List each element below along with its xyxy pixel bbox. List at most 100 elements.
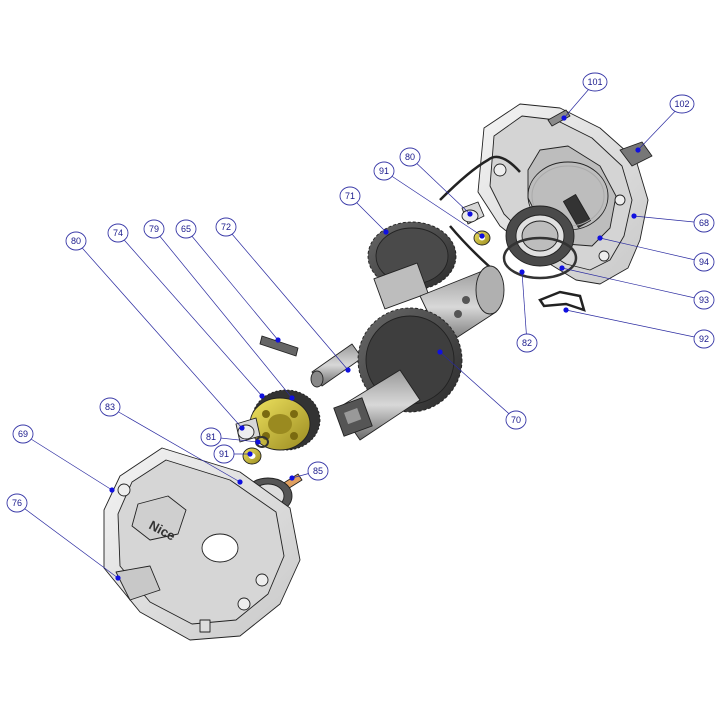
callout-80b: 80 xyxy=(65,231,245,431)
callout-number: 101 xyxy=(587,77,602,87)
leader-tip-dot xyxy=(635,147,641,153)
washer-91-lower xyxy=(242,447,262,465)
leader-line xyxy=(599,237,705,263)
callout-number: 91 xyxy=(379,166,389,176)
spring-clip-92 xyxy=(538,290,586,312)
callout-number: 83 xyxy=(105,402,115,412)
callout-number: 91 xyxy=(219,449,229,459)
callout-number: 69 xyxy=(18,429,28,439)
leader-line xyxy=(22,433,113,491)
callout-bubble xyxy=(693,290,715,310)
callout-bubble xyxy=(505,410,527,430)
leader-tip-dot xyxy=(237,479,243,485)
callout-number: 80 xyxy=(405,152,415,162)
leader-line xyxy=(109,406,241,483)
leader-line xyxy=(521,271,528,344)
leader-line xyxy=(409,156,471,215)
left-housing: Nice xyxy=(103,447,301,641)
callout-bubble xyxy=(200,427,222,447)
leader-line xyxy=(16,502,119,579)
callout-number: 102 xyxy=(674,99,689,109)
callout-91b: 91 xyxy=(213,444,253,464)
callout-bubble xyxy=(669,94,695,114)
callout-bubble xyxy=(107,223,129,243)
bearing-seal-93 xyxy=(505,205,575,267)
callout-bubble xyxy=(307,461,329,481)
callout-bubble xyxy=(215,217,237,237)
leader-line xyxy=(565,309,705,340)
callout-bubble xyxy=(373,161,395,181)
callout-number: 74 xyxy=(113,228,123,238)
leader-line xyxy=(185,228,279,341)
callout-number: 94 xyxy=(699,257,709,267)
callout-number: 82 xyxy=(522,338,532,348)
leader-tip-dot xyxy=(115,575,121,581)
callout-bubble xyxy=(175,219,197,239)
key-65 xyxy=(259,335,299,357)
callout-bubble xyxy=(65,231,87,251)
leader-tip-dot xyxy=(467,211,473,217)
callout-bubble xyxy=(339,186,361,206)
leader-tip-dot xyxy=(289,395,295,401)
callout-80a: 80 xyxy=(399,147,473,217)
callout-number: 65 xyxy=(181,224,191,234)
callout-81: 81 xyxy=(200,427,261,447)
leader-tip-dot xyxy=(563,307,569,313)
leader-tip-dot xyxy=(275,337,281,343)
leader-line xyxy=(383,170,483,237)
callout-93: 93 xyxy=(559,265,715,310)
leader-tip-dot xyxy=(255,439,261,445)
output-gear-70 xyxy=(333,265,505,441)
callout-bubble xyxy=(693,213,715,233)
callout-bubble xyxy=(6,493,28,513)
callout-bubble xyxy=(143,219,165,239)
gear-71 xyxy=(367,221,457,310)
leader-tip-dot xyxy=(631,213,637,219)
callout-72: 72 xyxy=(215,217,351,373)
callout-number: 71 xyxy=(345,191,355,201)
callout-bubble xyxy=(516,333,538,353)
callout-71: 71 xyxy=(339,186,389,235)
callout-91a: 91 xyxy=(373,161,485,239)
leader-line xyxy=(637,103,683,151)
callout-82: 82 xyxy=(516,269,538,353)
leader-line xyxy=(117,232,263,397)
leader-tip-dot xyxy=(383,229,389,235)
callout-number: 70 xyxy=(511,415,521,425)
leader-tip-dot xyxy=(289,475,295,481)
callout-bubble xyxy=(213,444,235,464)
callout-number: 68 xyxy=(699,218,709,228)
leader-line xyxy=(561,267,705,301)
leader-line xyxy=(153,228,293,399)
retaining-ring-82 xyxy=(502,236,578,280)
callout-65: 65 xyxy=(175,219,281,343)
pinion-shaft-72 xyxy=(310,343,363,388)
callout-92: 92 xyxy=(563,307,715,349)
callout-number: 72 xyxy=(221,222,231,232)
callout-number: 92 xyxy=(699,334,709,344)
callout-number: 93 xyxy=(699,295,709,305)
callout-102: 102 xyxy=(635,94,695,153)
leader-tip-dot xyxy=(561,115,567,121)
callout-85: 85 xyxy=(289,461,329,481)
leader-line xyxy=(225,226,349,371)
callout-bubble xyxy=(399,147,421,167)
leader-line xyxy=(633,215,705,224)
leader-tip-dot xyxy=(519,269,525,275)
leader-tip-dot xyxy=(239,425,245,431)
callout-83: 83 xyxy=(99,397,243,485)
callout-number: 81 xyxy=(206,432,216,442)
callout-74: 74 xyxy=(107,223,265,399)
callout-bubble xyxy=(12,424,34,444)
leader-line xyxy=(75,240,243,429)
leader-tip-dot xyxy=(109,487,115,493)
callout-bubble xyxy=(693,252,715,272)
callout-69: 69 xyxy=(12,424,115,493)
callout-79: 79 xyxy=(143,219,295,401)
bushing-80-upper xyxy=(461,201,485,225)
callout-101: 101 xyxy=(561,72,608,121)
leader-tip-dot xyxy=(597,235,603,241)
callout-number: 80 xyxy=(71,236,81,246)
callout-68: 68 xyxy=(631,213,715,233)
